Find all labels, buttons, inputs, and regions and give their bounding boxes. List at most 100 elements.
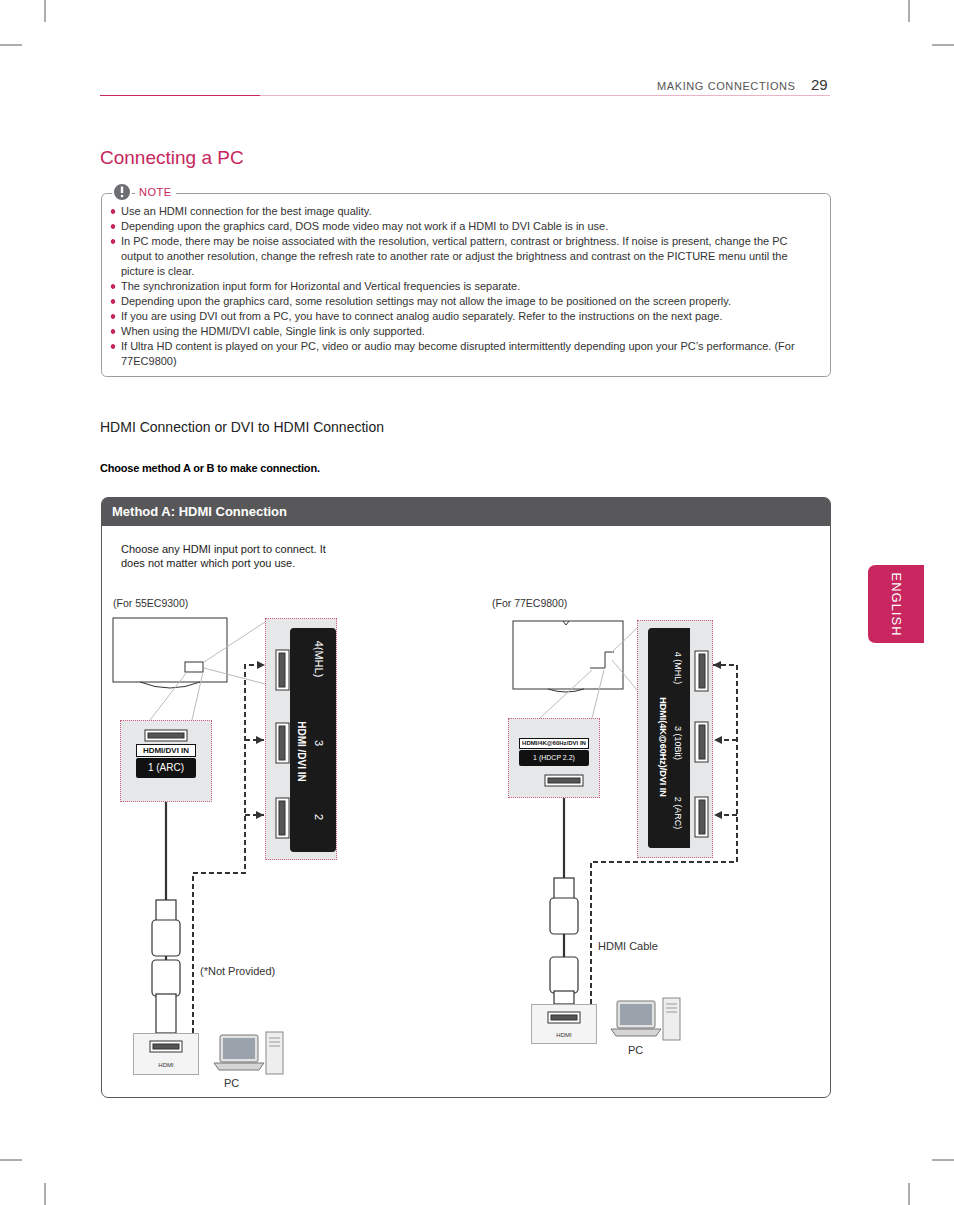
crop-marks bbox=[909, 0, 910, 22]
hdmi-port-icon bbox=[145, 730, 187, 741]
branch-arrows bbox=[714, 814, 737, 816]
branch-arrows bbox=[245, 814, 264, 816]
pc-port-icon bbox=[150, 1041, 182, 1052]
hdmi-port-panel: HDMI/4K@60Hz/DVI IN1 (HDCP 2.2) bbox=[508, 718, 600, 798]
port-number: 4 (MHL) bbox=[673, 652, 683, 685]
note-item: In PC mode, there may be noise associate… bbox=[109, 234, 817, 279]
pc-hdmi-port: HDMI bbox=[133, 1033, 199, 1075]
pc-hdmi-port: HDMI bbox=[531, 1004, 597, 1044]
cable-plug bbox=[152, 920, 180, 956]
hdmi-port-icon bbox=[279, 801, 285, 835]
pc-hdmi-panel bbox=[133, 1033, 199, 1075]
note-item: If you are using DVI out from a PC, you … bbox=[109, 309, 817, 324]
port-number: 2 bbox=[313, 814, 325, 820]
model-label: (For 77EC9800) bbox=[492, 597, 567, 609]
crop-marks bbox=[0, 45, 22, 46]
device-label: PC bbox=[628, 1044, 643, 1056]
hdmi-port-icon bbox=[699, 725, 705, 759]
note-item: Use an HDMI connection for the best imag… bbox=[109, 204, 817, 219]
cable-plug bbox=[554, 878, 574, 900]
note-item: The synchronization input form for Horiz… bbox=[109, 279, 817, 294]
pc-icon bbox=[214, 1032, 283, 1074]
page-title: Connecting a PC bbox=[100, 147, 244, 169]
tv-illustration bbox=[113, 618, 623, 692]
note-outline bbox=[102, 194, 831, 377]
hdmi-port-icon bbox=[145, 650, 708, 838]
pc-hdmi-panel bbox=[531, 1004, 597, 1044]
port-panels bbox=[290, 628, 336, 852]
crop-marks bbox=[45, 0, 46, 22]
port-label: HDMI bbox=[532, 1031, 596, 1039]
pc-port-icon bbox=[150, 1012, 580, 1052]
hdmi-port-icon bbox=[545, 775, 583, 786]
pc-icon bbox=[214, 1063, 264, 1070]
section-heading: HDMI Connection or DVI to HDMI Connectio… bbox=[100, 419, 384, 435]
pc-icon bbox=[220, 1035, 258, 1062]
cable-plug bbox=[156, 900, 176, 922]
callout-lines bbox=[150, 672, 187, 720]
pc-icon bbox=[269, 1038, 280, 1039]
port-number: 4(MHL) bbox=[313, 641, 325, 678]
tv-illustration bbox=[590, 652, 614, 668]
hdmi-port-icon bbox=[148, 733, 184, 738]
note-box: NOTEUse an HDMI connection for the best … bbox=[101, 193, 831, 377]
tv-illustration bbox=[513, 621, 623, 689]
language-tab bbox=[868, 565, 924, 643]
header-rule bbox=[100, 95, 260, 96]
cable-plug bbox=[152, 878, 578, 1033]
port-panels bbox=[637, 620, 713, 858]
pc-port-icon bbox=[548, 1012, 580, 1023]
method-panel: Method A: HDMI ConnectionChoose any HDMI… bbox=[101, 497, 831, 1098]
callout-lines bbox=[204, 668, 265, 684]
pc-port-icon bbox=[153, 1044, 179, 1049]
hdmi-port-icon bbox=[548, 778, 580, 783]
note-item: When using the HDMI/DVI cable, Single li… bbox=[109, 324, 817, 339]
crop-marks bbox=[932, 45, 954, 46]
running-header: MAKING CONNECTIONS bbox=[657, 80, 796, 92]
crop-marks bbox=[0, 1160, 22, 1161]
hdmi-port-panel: HDMI/DVI IN1 (ARC) bbox=[120, 720, 212, 802]
hdmi-port-icon bbox=[276, 798, 289, 838]
crop-marks bbox=[932, 1160, 954, 1161]
callout-lines bbox=[540, 670, 592, 718]
cable-plug bbox=[156, 994, 176, 1033]
branch-arrows bbox=[714, 739, 737, 741]
note-icon bbox=[113, 183, 131, 201]
note-item: Depending upon the graphics card, some r… bbox=[109, 294, 817, 309]
callout-lines bbox=[204, 622, 265, 662]
port-panels bbox=[648, 628, 690, 848]
note-item: If Ultra HD content is played on your PC… bbox=[109, 339, 817, 369]
hdmi-port-icon bbox=[695, 722, 708, 762]
pc-port-icon bbox=[551, 1015, 577, 1020]
callout-lines bbox=[592, 670, 604, 718]
callout-lines bbox=[612, 660, 637, 690]
note-heading: NOTE bbox=[135, 185, 176, 199]
cable-label: HDMI Cable bbox=[598, 940, 658, 952]
port-number: 2 (ARC) bbox=[673, 797, 683, 830]
tv-illustration bbox=[185, 662, 203, 672]
tv-illustration bbox=[548, 689, 584, 692]
port-panels bbox=[120, 618, 713, 860]
note-icon bbox=[121, 187, 123, 194]
hdmi-port-panel: HDMI(4K@60Hz)/DVI IN4 (MHL)3 (10Bit)2 (A… bbox=[637, 620, 713, 858]
pc-icon bbox=[269, 1042, 280, 1043]
pc-icon bbox=[611, 998, 680, 1040]
hdmi-port-icon bbox=[276, 650, 289, 690]
port-label: HDMI bbox=[134, 1061, 198, 1069]
hdmi-port-icon bbox=[695, 651, 708, 691]
port-panels bbox=[648, 628, 690, 848]
pc-icon bbox=[266, 1032, 283, 1074]
callout-lines bbox=[150, 622, 637, 720]
port-number: 3 (10Bit) bbox=[673, 726, 683, 760]
hdmi-port-icon bbox=[699, 800, 705, 834]
page-number: 29 bbox=[811, 76, 828, 93]
port-panels bbox=[508, 718, 600, 798]
tv-illustration bbox=[140, 682, 200, 688]
header-rule bbox=[100, 95, 830, 96]
hdmi-port-icon bbox=[276, 723, 289, 763]
port-number: 1 (ARC) bbox=[136, 758, 196, 778]
hdmi-port-icon bbox=[695, 797, 708, 837]
